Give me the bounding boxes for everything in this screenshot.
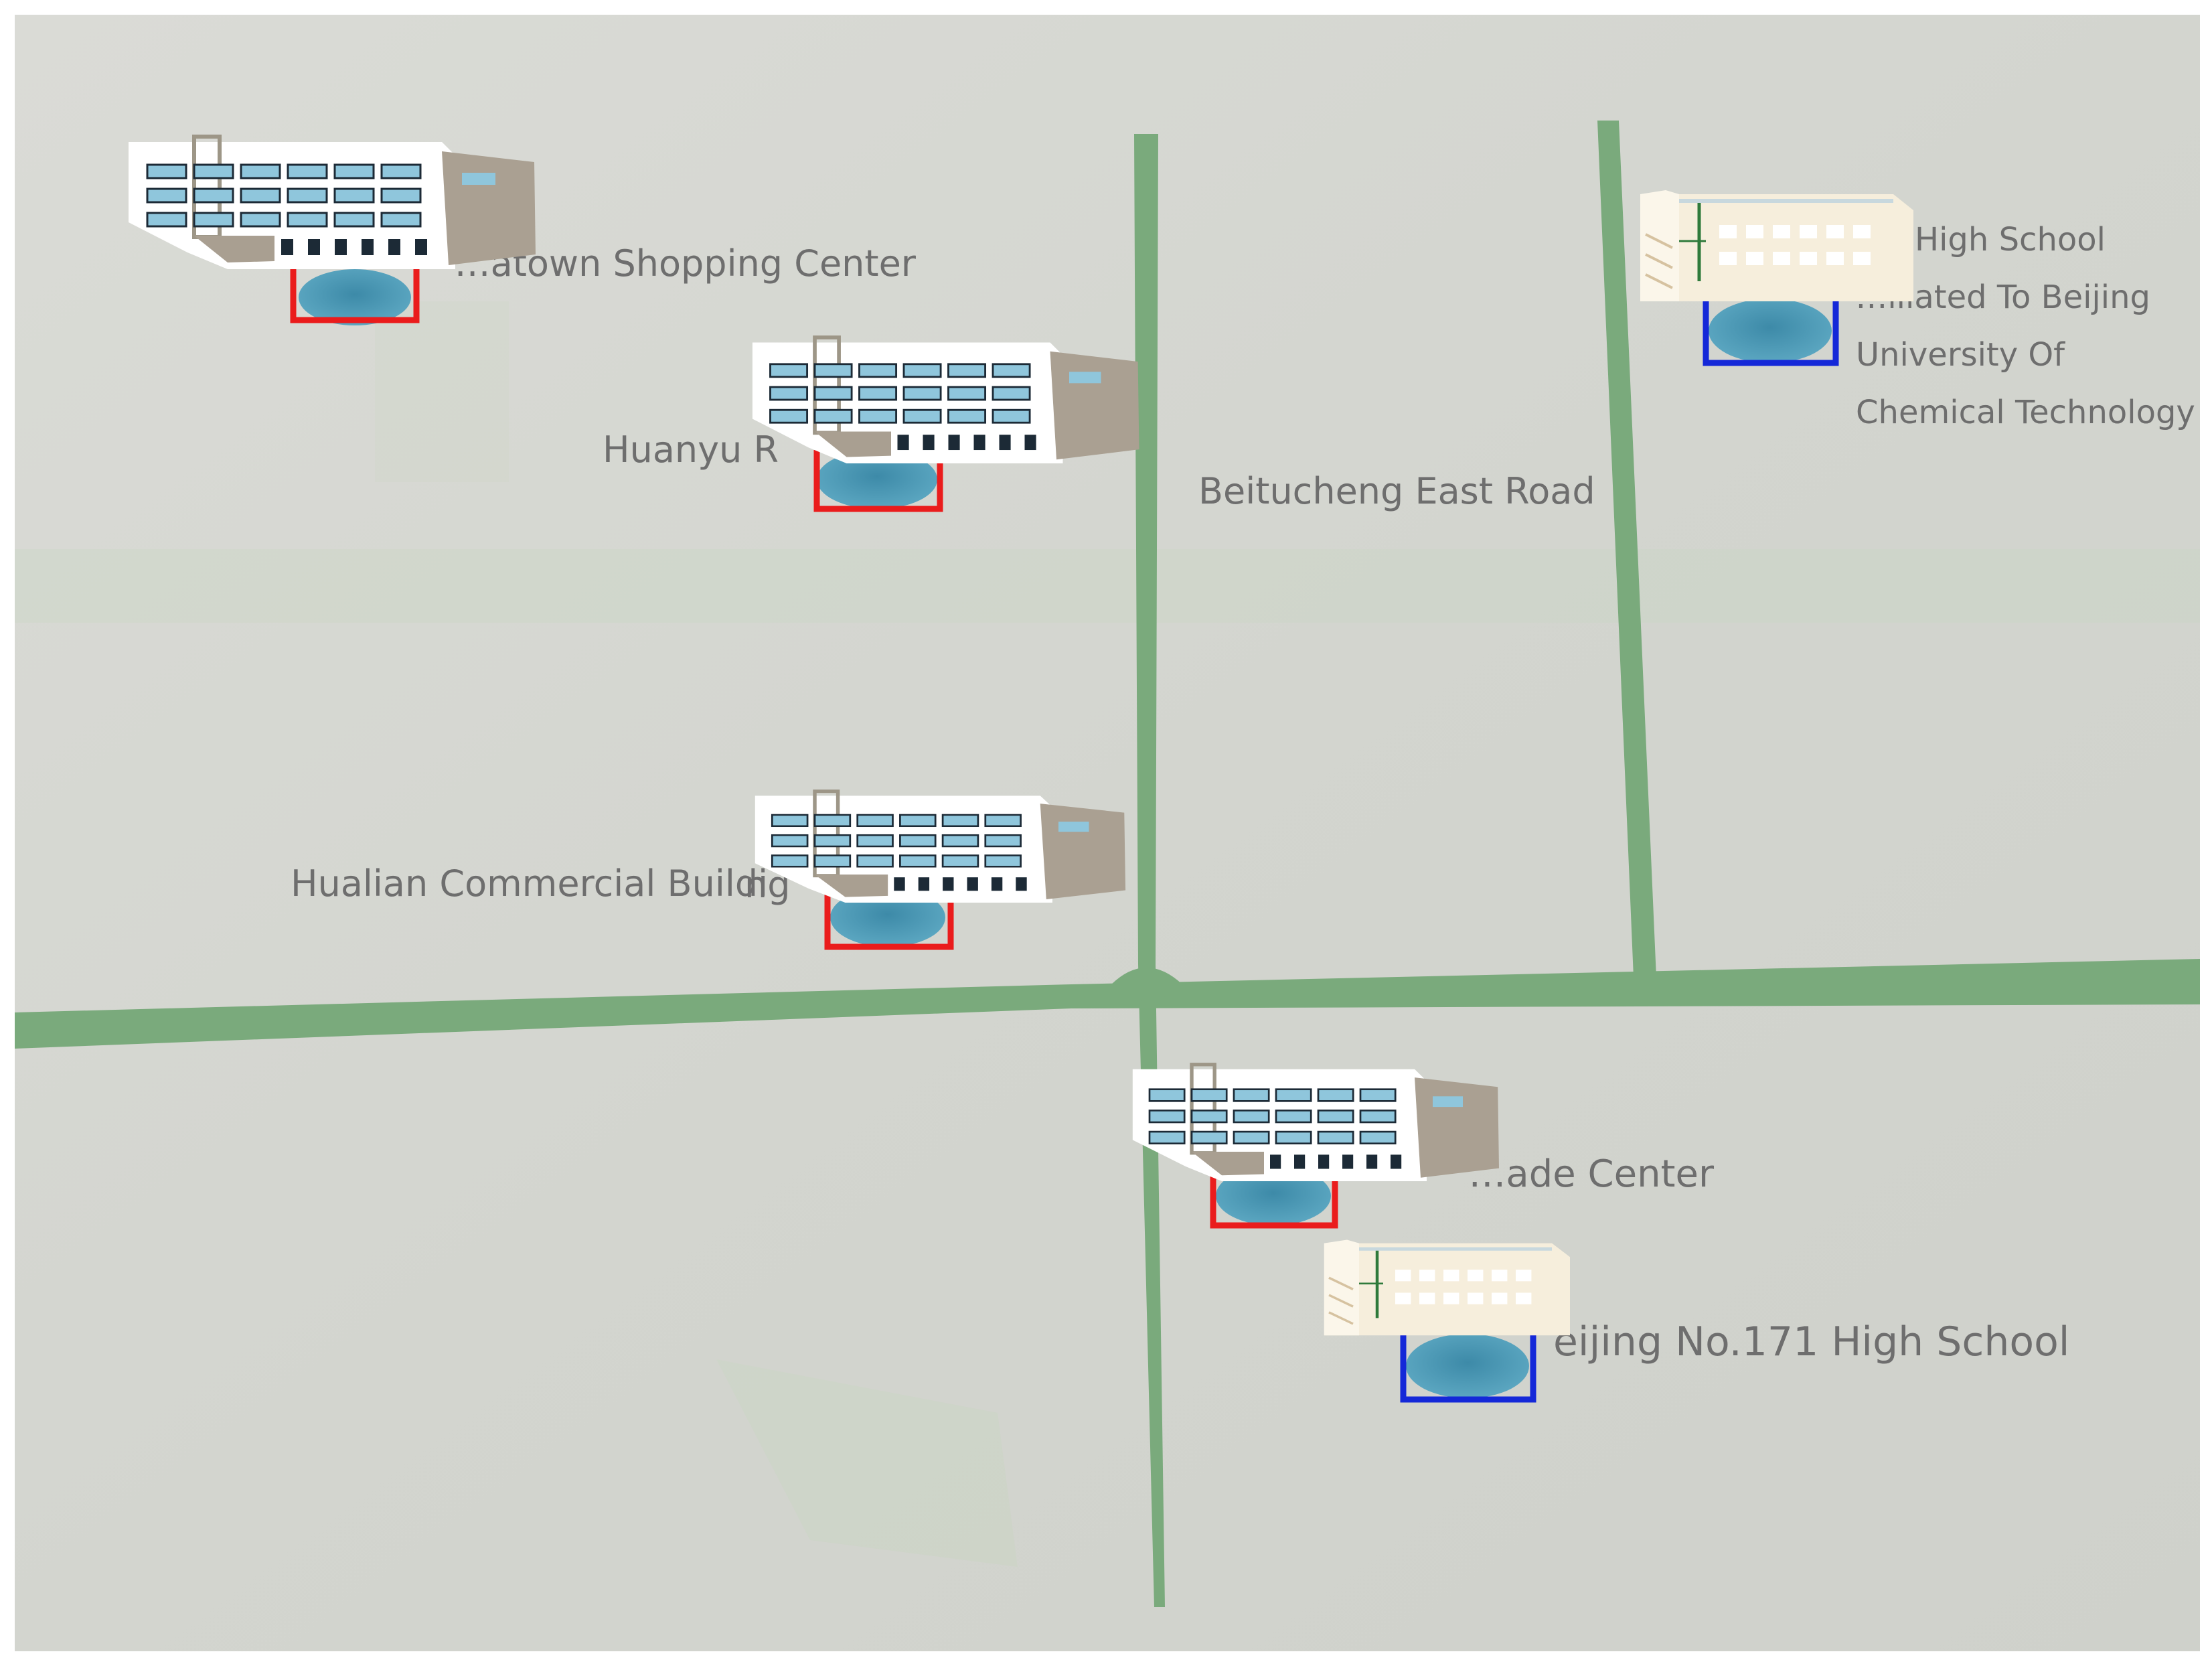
- marker-disc: [1406, 1334, 1529, 1398]
- label-high-school-line1: High School: [1915, 221, 2106, 258]
- map-labels: …atown Shopping Center Huanyu R Beituche…: [291, 221, 2195, 1365]
- roads: [15, 121, 2200, 1607]
- road-horizontal: [15, 959, 2200, 1049]
- marker-disc: [299, 269, 411, 325]
- marker-frame: [1400, 1333, 1536, 1403]
- map-texture: [15, 301, 2200, 1567]
- marker-frame: [1210, 1168, 1338, 1229]
- label-beitucheng-east-road: Beitucheng East Road: [1198, 470, 1595, 512]
- marker-frame: [290, 268, 420, 323]
- label-high-school-line4: Chemical Technology: [1856, 394, 2195, 431]
- marker-disc: [1709, 299, 1832, 363]
- office-building-icon: [1133, 1065, 1499, 1181]
- road-vertical-west: [1134, 134, 1165, 1607]
- marker-high-school-affiliated[interactable]: [1640, 190, 1913, 366]
- marker-disc: [817, 450, 937, 509]
- label-high-school-line3: University Of: [1856, 336, 2065, 374]
- label-global-trade-center: …ade Center: [1468, 1152, 1715, 1196]
- road-junction: [1111, 968, 1182, 1001]
- school-building-icon: [1324, 1239, 1570, 1335]
- office-building-icon: [755, 791, 1125, 903]
- marker-hualian-commercial-building[interactable]: [755, 791, 1125, 950]
- label-beijing-no171-high-school: eijing No.171 High School: [1553, 1318, 2069, 1365]
- label-hualian-commercial-building: Hualian Commercial Buildi: [291, 862, 768, 905]
- marker-global-trade-center[interactable]: [1133, 1065, 1499, 1229]
- poi-markers: [129, 137, 1913, 1403]
- label-huanyu: Huanyu R: [603, 429, 779, 471]
- marker-beijing-no171-high-school[interactable]: [1324, 1239, 1570, 1403]
- office-building-icon: [129, 137, 536, 269]
- marker-frame: [1703, 295, 1839, 366]
- marker-huanyu[interactable]: [753, 337, 1139, 512]
- marker-chinatown-shopping-center[interactable]: [129, 137, 536, 325]
- marker-frame: [824, 884, 954, 950]
- school-building-icon: [1640, 190, 1913, 301]
- marker-frame: [813, 450, 943, 512]
- office-building-icon: [753, 337, 1139, 463]
- road-vertical-east: [1597, 121, 1656, 978]
